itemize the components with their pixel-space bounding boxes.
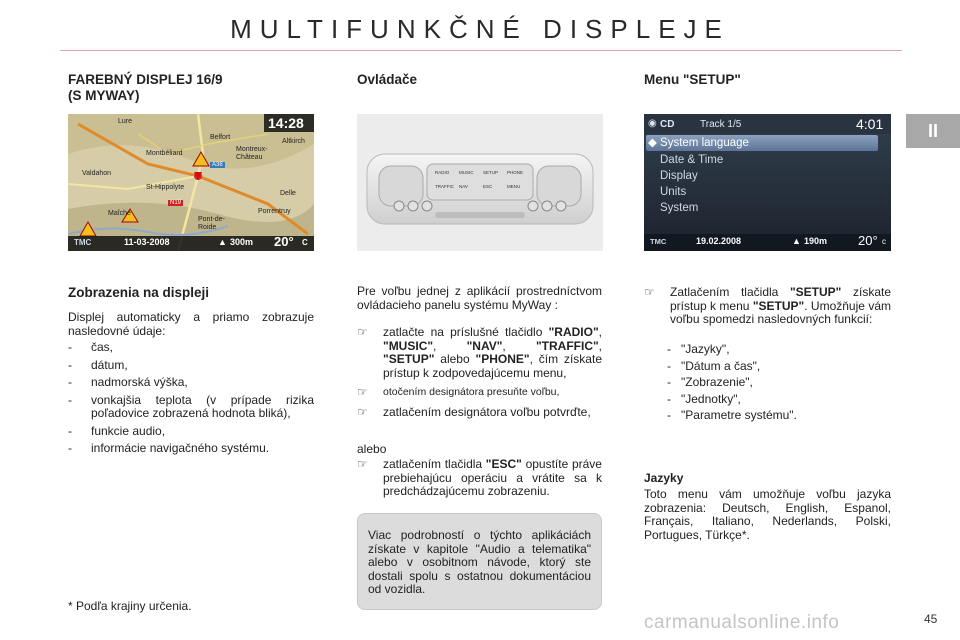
road-sign-badge: N19 [168, 200, 184, 206]
step-item: ☞ otočením designátora presuňte voľbu, [357, 385, 560, 399]
page-title: MULTIFUNKČNÉ DISPLEJE [230, 14, 730, 44]
map-place-label: Maîche [108, 210, 131, 217]
setup-key-label: SETUP [483, 170, 499, 175]
setup-functions-list: -"Jazyky", -"Dátum a čas", -"Zobrazenie"… [667, 340, 887, 423]
map-place-label: Belfort [210, 134, 231, 141]
menu-item-date-time[interactable]: Date & Time [660, 154, 724, 166]
map-temperature: 20° [274, 234, 294, 249]
map-place-label: Montreux-Château [236, 146, 268, 161]
step-item: ☞ zatlačte na príslušné tlačidlo "RADIO"… [357, 325, 603, 380]
map-place-label: Lure [118, 118, 133, 125]
info-box-text: Viac podrobností o týchto aplikáciách zí… [368, 528, 591, 596]
nav-key-label: NAV [459, 184, 468, 189]
cd-icon: ◉ [648, 118, 657, 129]
section-heading-controls: Ovládače [357, 72, 418, 87]
menu-key-label: MENU [507, 184, 521, 189]
arrow-bullet-icon: ☞ [357, 385, 368, 399]
heading-line-1: FAREBNÝ DISPLEJ 16/9 [68, 72, 223, 87]
map-place-label: Altkirch [282, 138, 305, 145]
heading-line-2: (S MYWAY) [68, 88, 140, 103]
page-number: 45 [924, 612, 938, 626]
display-items-list: -čas, -dátum, -nadmorská výška, -vonkajš… [68, 340, 314, 460]
chapter-tab[interactable]: II [906, 114, 960, 148]
list-item: -čas, [68, 340, 114, 354]
function-item: -"Jazyky", [667, 342, 730, 356]
map-place-label: Montbéliard [146, 150, 183, 157]
screen-temperature: 20° [858, 233, 878, 248]
languages-text: Toto menu vám umožňuje voľbu jazyka zobr… [644, 487, 891, 542]
map-date: 11-03-2008 [124, 237, 170, 247]
map-altitude: 300m [230, 237, 254, 247]
selected-chevron-icon: ◆ [648, 137, 661, 149]
tmc-indicator: TMC [74, 238, 92, 247]
map-place-label: Delle [280, 190, 296, 197]
source-label: CD [660, 119, 675, 130]
road-sign-badge: A36 [210, 162, 225, 168]
map-place-label: Porrentruy [258, 208, 291, 215]
menu-item-system[interactable]: System [660, 202, 699, 214]
mountain-icon: ▲ [218, 237, 227, 247]
controls-intro: Pre voľbu jednej z aplikácií prostredníc… [357, 284, 602, 312]
function-item: -"Parametre systému". [667, 408, 797, 422]
menu-item-display[interactable]: Display [660, 170, 698, 182]
setup-description-item: ☞ Zatlačením tlačidla "SETUP" získate pr… [644, 285, 891, 326]
music-key-label: MUSIC [459, 170, 474, 175]
list-item: -informácie navigačného systému. [68, 441, 270, 455]
controls-steps-list: ☞ zatlačte na príslušné tlačidlo "RADIO"… [357, 323, 602, 419]
watermark: carmanualsonline.info [644, 612, 840, 633]
map-place-label: Pont-de-Roide [198, 216, 225, 231]
function-item: -"Jednotky", [667, 391, 741, 406]
arrow-bullet-icon: ☞ [357, 457, 368, 471]
function-item: -"Zobrazenie", [667, 375, 753, 389]
map-place-label: Valdahon [82, 170, 112, 177]
function-item: -"Dátum a čas", [667, 358, 761, 373]
list-item: -dátum, [68, 357, 128, 372]
alebo-text: alebo [357, 442, 387, 456]
setup-screen-image: ◉ CD Track 1/5 4:01 ◆ System language Da… [644, 114, 891, 251]
setup-screen-background [644, 114, 891, 251]
track-label: Track 1/5 [700, 119, 742, 130]
esc-key-label: ESC [483, 184, 493, 189]
subheading-displays: Zobrazenia na displeji [68, 285, 210, 300]
arrow-bullet-icon: ☞ [357, 325, 368, 339]
menu-item-system-language[interactable]: ◆ System language [648, 137, 749, 149]
setup-menu: ◆ System language Date & Time Display Un… [648, 136, 878, 216]
section-heading-color-display: FAREBNÝ DISPLEJ 16/9 (S MYWAY) [68, 72, 308, 104]
screen-date: 19.02.2008 [696, 236, 742, 246]
radio-key-label: RADIO [435, 170, 450, 175]
list-item: -nadmorská výška, [68, 375, 188, 389]
phone-key-label: PHONE [507, 170, 524, 175]
setup-description-list: ☞ Zatlačením tlačidla "SETUP" získate pr… [644, 283, 891, 327]
screen-altitude: 190m [804, 236, 828, 246]
screen-temperature-unit: c [882, 237, 886, 246]
step-item: ☞ zatlačením tlačidla "ESC" opustíte prá… [357, 457, 602, 498]
screen-clock: 4:01 [856, 116, 884, 132]
arrow-bullet-icon: ☞ [644, 285, 655, 299]
menu-item-units[interactable]: Units [660, 186, 687, 198]
subheading-languages: Jazyky [644, 471, 684, 485]
navigation-map-image: Lure Belfort Montreux-Château Montbéliar… [68, 114, 314, 251]
arrow-bullet-icon: ☞ [357, 404, 368, 419]
map-clock: 14:28 [268, 115, 304, 131]
footnote: * Podľa krajiny určenia. [68, 599, 192, 613]
step-item: ☞ zatlačením designátora voľbu potvrďte, [357, 404, 591, 419]
mountain-icon: ▲ [792, 236, 801, 246]
list-item: -vonkajšia teplota (v prípade rizika poľ… [68, 392, 314, 420]
list-item: -funkcie audio, [68, 423, 166, 438]
map-temperature-unit: C [302, 238, 308, 247]
info-box: Viac podrobností o týchto aplikáciách zí… [357, 513, 602, 610]
map-illustration [68, 114, 314, 251]
section-heading-setup: Menu "SETUP" [644, 72, 741, 87]
title-divider [60, 50, 902, 51]
tmc-indicator: TMC [650, 237, 667, 246]
control-panel-illustration [357, 114, 603, 251]
controls-steps-list-2: ☞ zatlačením tlačidla "ESC" opustíte prá… [357, 455, 602, 499]
intro-text: Displej automaticky a priamo zobrazuje n… [68, 310, 314, 338]
map-place-label: St-Hippolyte [146, 184, 185, 191]
traffic-key-label: TRAFFIC [435, 184, 454, 189]
control-panel-image: RADIO MUSIC SETUP PHONE TRAFFIC NAV ESC … [357, 114, 603, 251]
